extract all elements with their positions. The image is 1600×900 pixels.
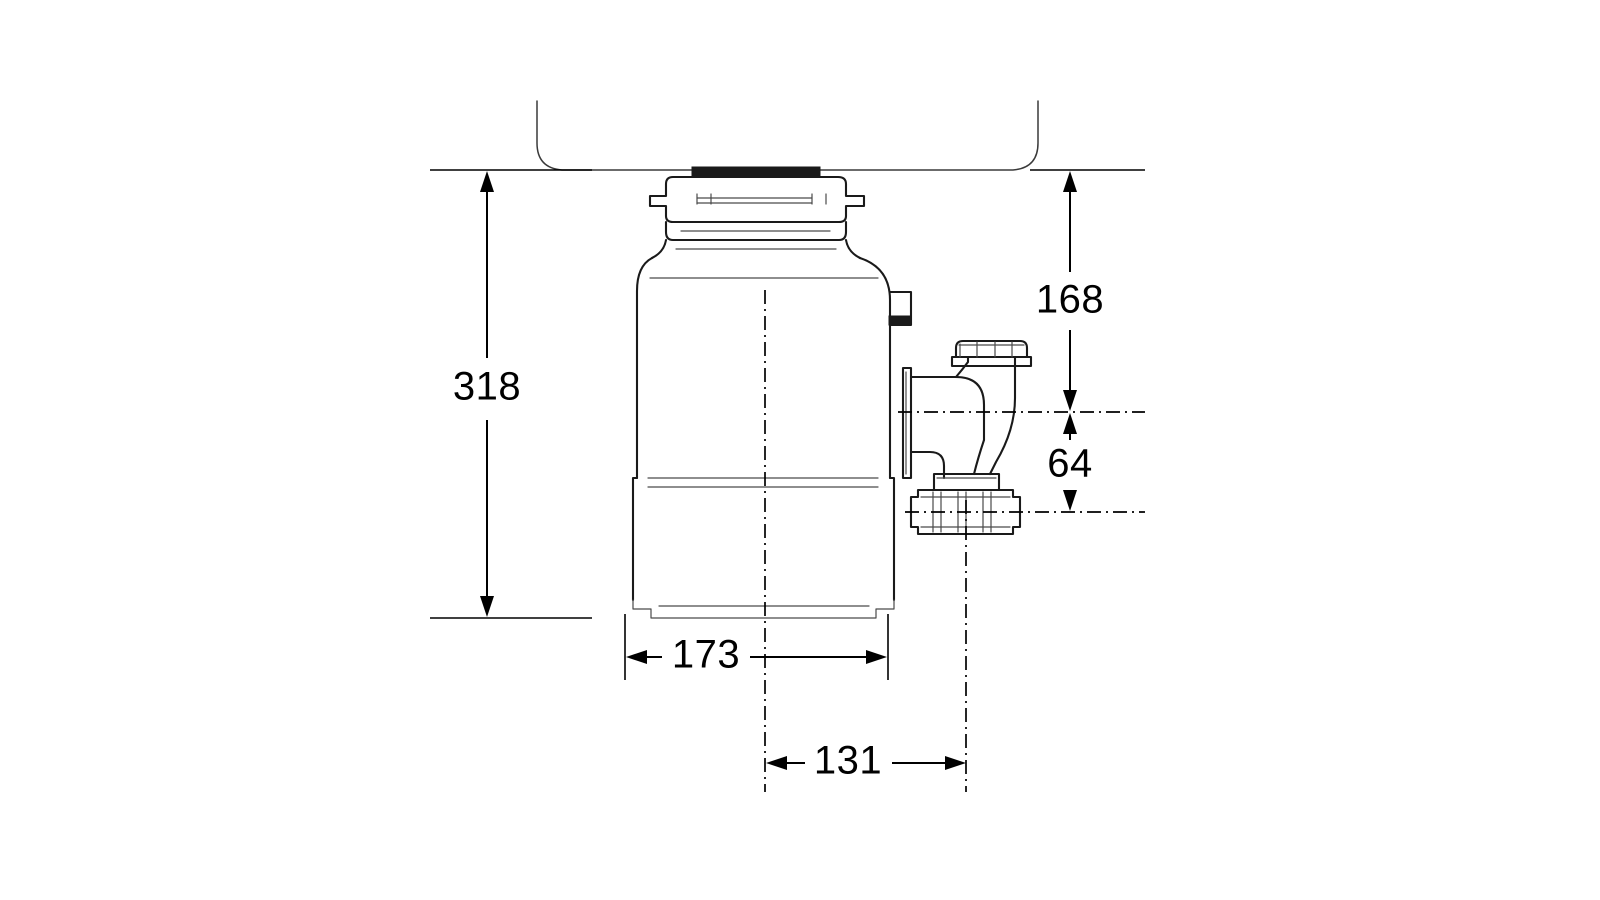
dimension-64: 64 xyxy=(1047,413,1093,511)
mounting-gasket xyxy=(691,166,821,177)
dimension-168-label: 168 xyxy=(1036,278,1104,322)
sink-basin-outline xyxy=(536,100,1039,171)
dishwasher-inlet-cap xyxy=(950,339,1033,368)
dimension-318-label: 318 xyxy=(453,365,521,409)
dimension-173: 173 xyxy=(624,614,889,680)
electrical-connector-tab xyxy=(888,290,913,327)
dimension-168: 168 xyxy=(1030,169,1145,411)
dimension-318: 318 xyxy=(430,169,592,619)
sink-mount-collar xyxy=(648,175,866,260)
dimension-173-label: 173 xyxy=(672,633,740,677)
dimension-64-label: 64 xyxy=(1047,442,1093,486)
discharge-elbow xyxy=(909,355,1017,480)
motor-housing-lower-shell xyxy=(631,476,896,602)
dimension-131: 131 xyxy=(766,739,966,783)
centerlines xyxy=(764,290,1145,792)
grinding-chamber-body xyxy=(635,256,892,480)
dimension-131-label: 131 xyxy=(814,739,882,783)
base-skirt xyxy=(632,599,895,619)
discharge-flange-plate xyxy=(901,366,913,480)
